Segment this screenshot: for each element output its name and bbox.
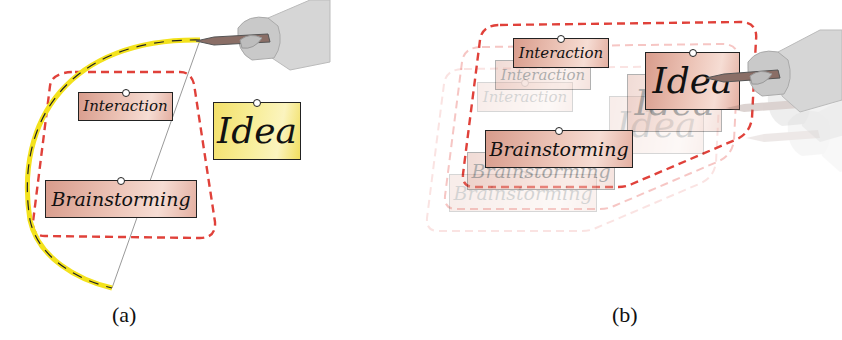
note-box: Interaction — [513, 38, 609, 68]
note-text: Brainstorming — [489, 140, 628, 159]
panel-label: (b) — [612, 302, 638, 328]
note-text: Brainstorming — [51, 190, 190, 209]
note-text: Interaction — [519, 46, 604, 61]
panel-label: (a) — [112, 302, 136, 328]
hand-a — [196, 0, 330, 70]
note-text: Interaction — [83, 99, 168, 114]
note-box: Idea — [213, 102, 301, 160]
note-box: Brainstorming — [45, 180, 197, 218]
note-text: Interaction — [501, 68, 586, 83]
lasso-stroke — [27, 40, 200, 288]
note-box: Brainstorming — [485, 130, 633, 168]
selection-outline — [33, 72, 215, 238]
ghost-outlines — [427, 22, 756, 231]
note-text: Interaction — [483, 90, 568, 105]
lasso-stroke-dash — [27, 40, 200, 288]
lasso-closing-line — [112, 40, 200, 288]
note-text: Idea — [217, 113, 297, 149]
note-box: Interaction — [78, 92, 173, 121]
